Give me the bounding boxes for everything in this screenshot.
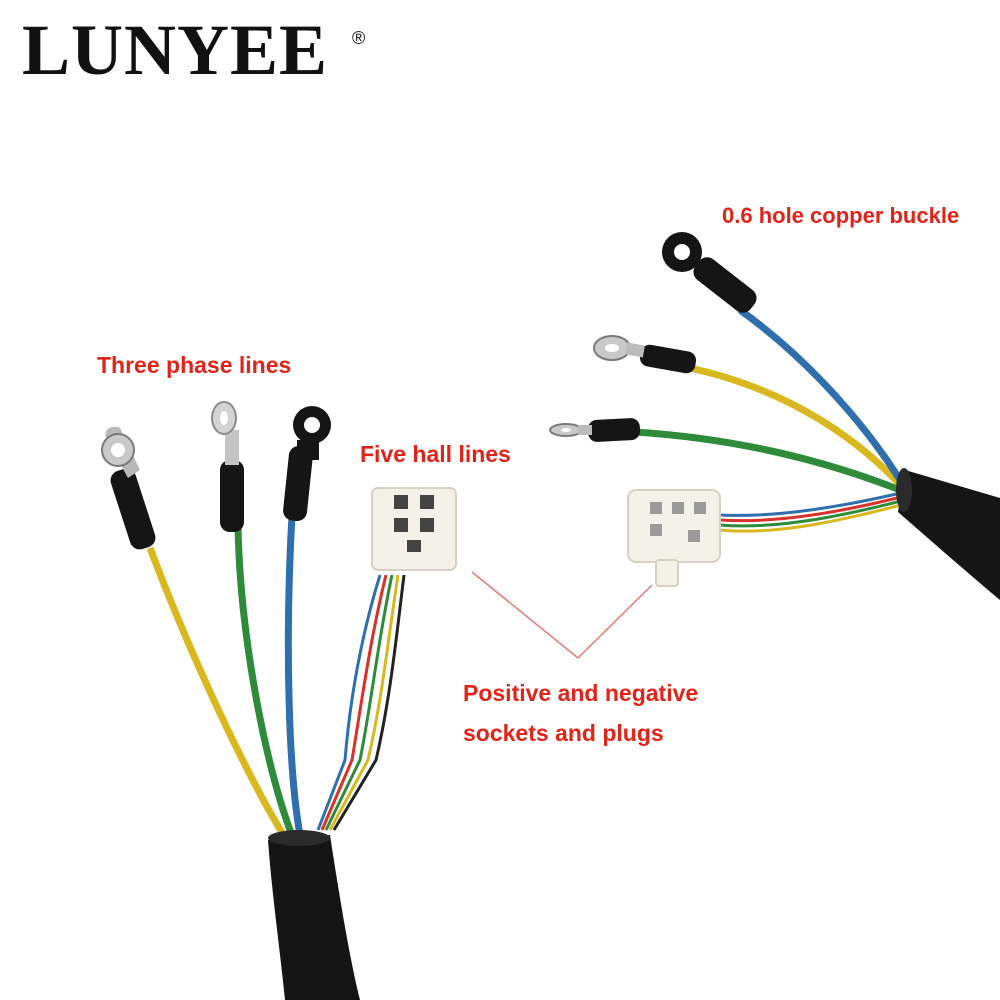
brand-logo: LUNYEE (22, 10, 329, 90)
left-blue-wire (284, 514, 306, 846)
left-ring-terminal-2 (211, 401, 239, 465)
right-cable-assembly (549, 232, 1000, 600)
three-phase-label: Three phase lines (97, 352, 292, 378)
right-sleeve-1 (587, 418, 641, 442)
sockets-plugs-label: Positive and negative sockets and plugs (463, 673, 698, 753)
left-cable-sheath (268, 835, 360, 1000)
left-sleeve-2 (220, 460, 244, 532)
registered-mark: ® (352, 28, 366, 48)
right-sleeve-2 (639, 344, 697, 374)
right-ring-terminal-1 (549, 423, 592, 437)
right-ring-terminal-3 (662, 232, 702, 272)
right-green-wire (634, 428, 907, 496)
left-yellow-wire (146, 546, 293, 847)
sockets-label-line-1: Positive and negative (463, 680, 699, 706)
right-hall-connector (627, 489, 721, 587)
left-ring-terminal-1 (101, 426, 140, 478)
left-sleeve-1 (110, 468, 156, 550)
right-hall-wires (719, 490, 906, 533)
five-hall-label: Five hall lines (360, 441, 511, 467)
left-green-wire (234, 524, 300, 847)
right-blue-wire (737, 307, 908, 490)
right-cable-sheath (898, 470, 1000, 600)
left-hall-wires (316, 574, 406, 831)
right-ring-terminal-2 (593, 335, 645, 361)
right-yellow-wire (689, 364, 908, 493)
copper-buckle-label: 0.6 hole copper buckle (722, 203, 960, 228)
sockets-label-line-2: sockets and plugs (463, 720, 664, 746)
left-ring-terminal-3 (293, 406, 331, 460)
left-sleeve-3 (283, 445, 313, 522)
connector-pointer-lines (471, 571, 653, 659)
left-cable-assembly (101, 401, 457, 1000)
left-hall-connector (371, 487, 457, 571)
right-sleeve-3 (693, 257, 757, 313)
